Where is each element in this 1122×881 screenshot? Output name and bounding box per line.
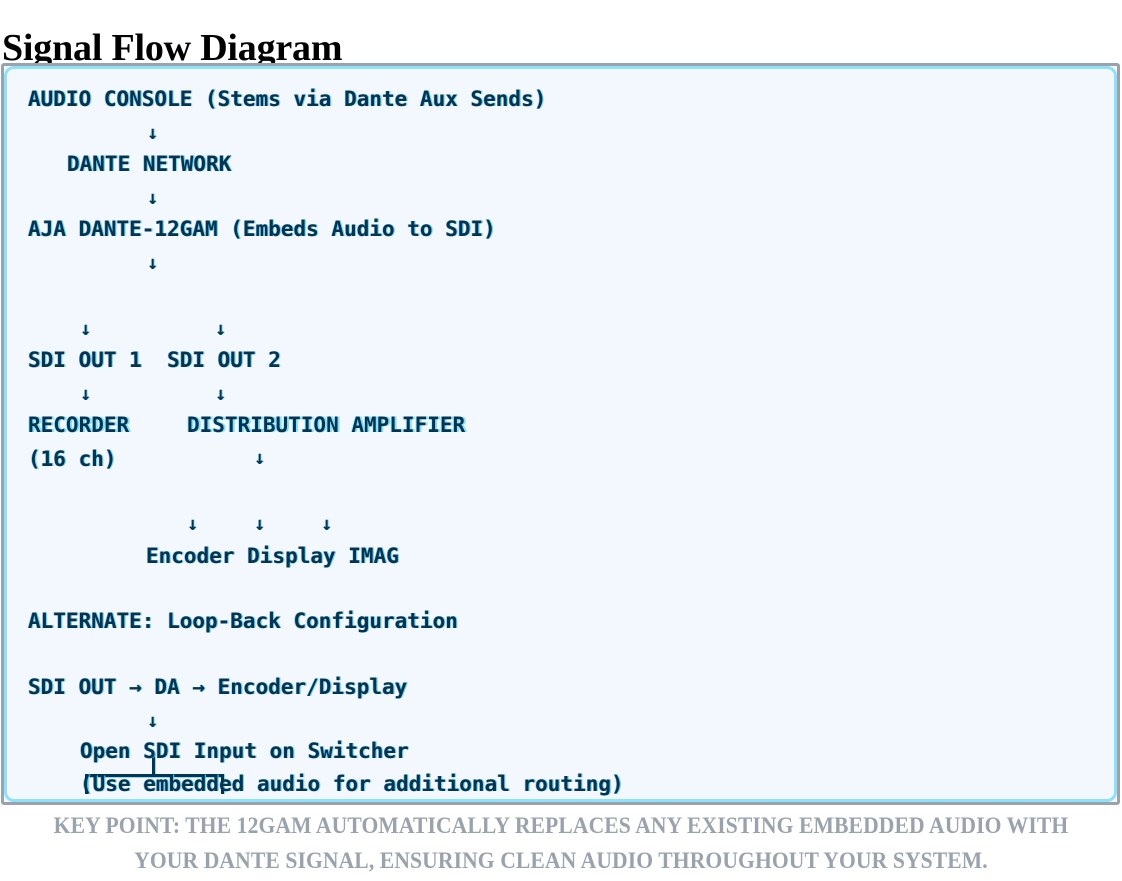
node-da-destinations: Encoder Display IMAG [146,544,399,568]
arrow-down-icon-6: ↓ [254,447,266,469]
page-title: Signal Flow Diagram [2,27,343,70]
arrow-down-icon-1: ↓ [147,122,159,144]
branch-leg-left [85,774,88,794]
node-sdi-outputs: SDI OUT 1 SDI OUT 2 [28,348,281,372]
arrow-down-icon-7c: ↓ [321,513,333,535]
node-dante-network: DANTE NETWORK [67,152,232,176]
branch-stem [152,754,155,776]
node-recorder-channel-count: (16 ch) [28,447,117,471]
key-point-caption-line-1: KEY POINT: THE 12GAM AUTOMATICALLY REPLA… [53,813,1069,838]
node-loopback-chain: SDI OUT → DA → Encoder/Display [28,675,408,699]
arrow-down-icon-5a: ↓ [80,383,92,405]
arrow-down-icon-2: ↓ [147,187,159,209]
arrow-down-icon-7a: ↓ [187,513,199,535]
key-point-caption-line-2: YOUR DANTE SIGNAL, ENSURING CLEAN AUDIO … [134,848,988,873]
note-embedded-audio-routing: (Use embedded audio for additional routi… [80,772,624,796]
node-distribution-amplifier: DISTRIBUTION AMPLIFIER [187,413,466,437]
arrow-down-icon-5b: ↓ [215,383,227,405]
arrow-down-icon-3: ↓ [147,252,159,274]
signal-flow-diagram-panel: AUDIO CONSOLE (Stems via Dante Aux Sends… [1,63,1120,805]
diagram-canvas: AUDIO CONSOLE (Stems via Dante Aux Sends… [4,66,1117,802]
node-open-sdi-input: Open SDI Input on Switcher [80,739,409,763]
node-audio-console: AUDIO CONSOLE (Stems via Dante Aux Sends… [28,87,547,111]
arrow-down-icon-4a: ↓ [80,318,92,340]
node-aja-dante-12gam: AJA DANTE-12GAM (Embeds Audio to SDI) [28,217,496,241]
arrow-down-icon-8: ↓ [147,710,159,732]
node-recorder: RECORDER [28,413,130,437]
alternate-config-heading: ALTERNATE: Loop-Back Configuration [28,609,458,633]
branch-crossbar [85,774,224,777]
branch-connector-two-way [4,546,224,794]
arrow-down-icon-7b: ↓ [254,513,266,535]
branch-leg-right [221,774,224,794]
arrow-down-icon-4b: ↓ [215,318,227,340]
key-point-caption: KEY POINT: THE 12GAM AUTOMATICALLY REPLA… [34,808,1089,878]
